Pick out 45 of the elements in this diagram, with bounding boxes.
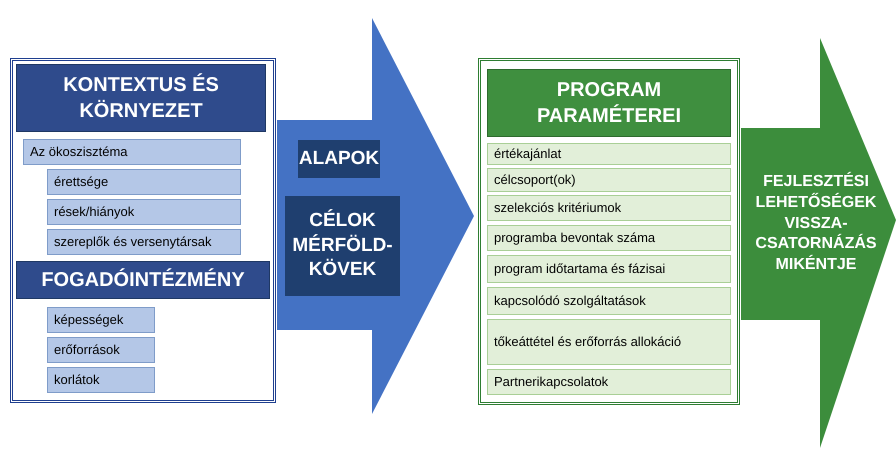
heading-box	[16, 64, 266, 132]
list-item	[47, 199, 241, 225]
heading-text: KONTEXTUS ÉS KÖRNYEZET	[62, 72, 220, 124]
item-text: rések/hiányok	[54, 204, 134, 220]
heading-text: FEJLESZTÉSI LEHETŐSÉGEK VISSZA-CSATORNÁZÁS MIKÉNTJE	[754, 172, 878, 276]
list-item	[47, 229, 241, 255]
item-text: erőforrások	[54, 342, 120, 358]
item-text: kapcsolódó szolgáltatások	[494, 292, 646, 310]
list-item	[487, 195, 731, 221]
item-text: képességek	[54, 312, 124, 328]
list-item	[47, 367, 155, 393]
heading-text: ALAPOK	[298, 146, 380, 171]
list-item	[23, 139, 241, 165]
list-item	[487, 369, 731, 395]
heading-text: PROGRAM PARAMÉTEREI	[536, 78, 682, 129]
item-text: Partnerikapcsolatok	[494, 374, 608, 390]
item-text: program időtartama és fázisai	[494, 260, 666, 278]
item-text: Az ökoszisztéma	[30, 144, 128, 160]
heading-text: CÉLOK MÉRFÖLD-KÖVEK	[291, 208, 394, 282]
item-text: tőkeáttétel és erőforrás allokáció	[494, 334, 682, 350]
item-text: korlátok	[54, 372, 100, 388]
list-item	[47, 169, 241, 195]
list-item	[487, 168, 731, 192]
arrow-shape	[741, 38, 896, 448]
item-text: értékajánlat	[494, 146, 562, 162]
panel-box	[10, 58, 276, 403]
heading-box	[487, 69, 731, 137]
heading-text: FOGADÓINTÉZMÉNY	[41, 267, 245, 293]
item-text: szelekciós kritériumok	[494, 200, 622, 216]
label-box	[298, 140, 380, 178]
list-item	[487, 143, 731, 165]
item-text: programba bevontak száma	[494, 230, 656, 246]
arrow-shape	[277, 18, 474, 414]
list-item	[487, 319, 731, 365]
item-text: érettsége	[54, 174, 108, 190]
heading-box	[16, 261, 270, 299]
list-item	[487, 225, 731, 251]
list-item	[487, 287, 731, 315]
panel-box	[478, 58, 740, 405]
label-box	[285, 196, 400, 296]
list-item	[47, 307, 155, 333]
list-item	[47, 337, 155, 363]
list-item	[487, 255, 731, 283]
item-text: célcsoport(ok)	[494, 172, 576, 188]
item-text: szereplők és versenytársak	[54, 234, 212, 250]
